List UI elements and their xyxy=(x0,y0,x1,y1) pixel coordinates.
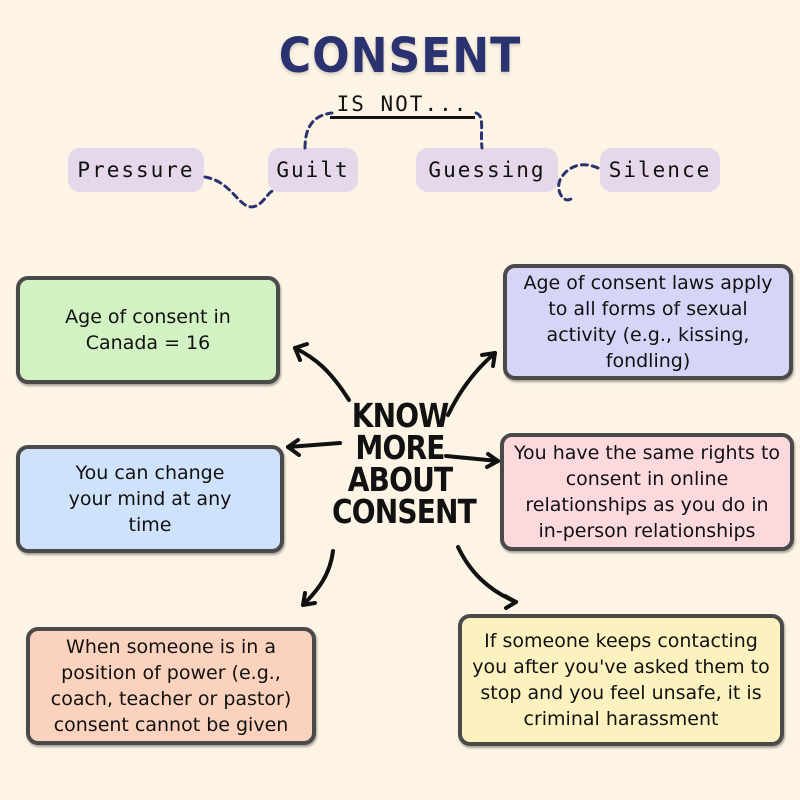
fact-text: Age of consent laws apply to all forms o… xyxy=(523,272,773,372)
center-line: CONSENT xyxy=(332,492,477,531)
fact-all-sexual-activity: Age of consent laws apply to all forms o… xyxy=(503,264,793,380)
center-line: ABOUT xyxy=(347,460,453,499)
subtitle: IS NOT... xyxy=(330,92,475,119)
pill-label: Silence xyxy=(608,158,712,182)
page-title: CONSENT xyxy=(278,28,522,84)
center-line: MORE xyxy=(355,428,445,467)
pill-label: Pressure xyxy=(77,158,195,182)
fact-text: You can change your mind at any time xyxy=(68,462,232,536)
fact-position-of-power: When someone is in a position of power (… xyxy=(26,627,316,745)
is-not-silence: Silence xyxy=(600,148,720,192)
fact-online-relationships: You have the same rights to consent in o… xyxy=(500,433,794,551)
center-heading: KNOW MORE ABOUT CONSENT xyxy=(332,396,477,531)
is-not-guilt: Guilt xyxy=(268,148,358,192)
pill-label: Guilt xyxy=(276,158,350,182)
is-not-guessing: Guessing xyxy=(416,148,558,192)
center-line: KNOW xyxy=(351,396,449,435)
pill-label: Guessing xyxy=(428,158,546,182)
fact-text: Age of consent in Canada = 16 xyxy=(65,306,231,354)
fact-age-of-consent: Age of consent in Canada = 16 xyxy=(16,276,280,384)
fact-text: When someone is in a position of power (… xyxy=(50,636,292,736)
fact-text: You have the same rights to consent in o… xyxy=(513,442,781,542)
fact-criminal-harassment: If someone keeps contacting you after yo… xyxy=(458,614,784,746)
fact-text: If someone keeps contacting you after yo… xyxy=(472,630,770,730)
fact-change-mind: You can change your mind at any time xyxy=(16,445,284,553)
is-not-pressure: Pressure xyxy=(68,148,204,192)
